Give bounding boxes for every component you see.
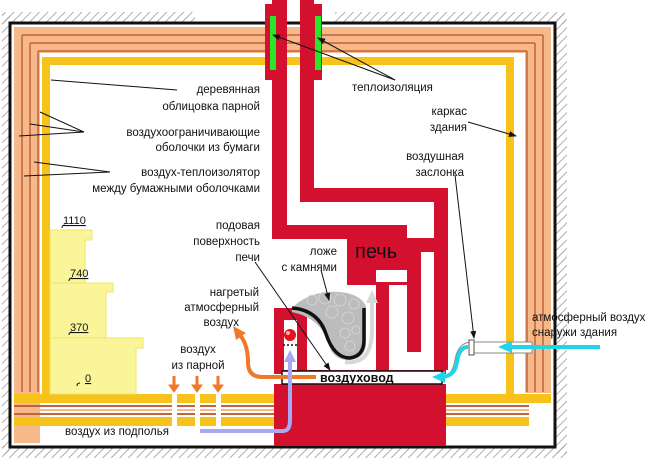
chimney-insulation-left xyxy=(270,16,276,70)
labels: деревянная облицовка парной воздухоогран… xyxy=(65,82,646,438)
stones-icon xyxy=(291,291,366,360)
steam-room-air-arrows xyxy=(168,376,224,393)
thermal-insulation-label: теплоизоляция xyxy=(352,82,433,94)
shelf-height-1110: 1110 xyxy=(63,215,86,227)
building-frame-label-1: каркас xyxy=(431,106,467,118)
wood-lining-label-1: деревянная xyxy=(197,84,260,96)
air-insulator-label-2: между бумажными оболочками xyxy=(92,183,260,195)
air-insulator-label-1: воздух-теплоизолятор xyxy=(141,167,260,179)
steam-room-air-label-2: из парной xyxy=(171,360,224,372)
building-frame-label-2: здания xyxy=(430,122,467,134)
shelf-height-740: 740 xyxy=(70,268,88,280)
hearth-surface-label-2: поверхность xyxy=(193,236,260,248)
ground-hatching xyxy=(2,12,567,458)
outside-air-intake xyxy=(432,339,600,383)
air-damper-label-2: заслонка xyxy=(415,167,464,179)
hot-air-arrow xyxy=(344,300,374,365)
heated-air-label-1: нагретый xyxy=(210,287,259,299)
stove-label: печь xyxy=(355,241,397,263)
floor-layers xyxy=(14,392,551,428)
wood-lining-label-2: облицовка парной xyxy=(162,101,260,113)
stone-bed-label-1: ложе xyxy=(310,246,337,258)
paper-shells-label-1: воздухоограничивающие xyxy=(126,127,260,139)
heated-air-arrow xyxy=(238,333,316,379)
underfloor-air-arrow xyxy=(200,360,292,433)
steam-room-air-label-1: воздух xyxy=(180,344,216,356)
air-duct-label: воздуховод xyxy=(320,371,394,385)
stone-bed-label-2: с камнями xyxy=(282,262,337,274)
heated-air-label-3: воздух xyxy=(204,317,240,329)
shelf-height-370: 370 xyxy=(70,322,88,334)
leader-lines xyxy=(18,34,517,371)
chimney-insulation-right xyxy=(315,16,321,70)
shelf-height-0: 0 xyxy=(85,373,91,385)
air-damper-label-1: воздушная xyxy=(406,151,464,163)
paper-shells-label-2: оболочки из бумаги xyxy=(155,142,260,154)
hearth-surface-label-3: печи xyxy=(235,252,260,264)
outside-air-label-2: снаружи здания xyxy=(532,327,617,339)
fire-icon xyxy=(283,329,298,346)
heated-air-label-2: атмосферный xyxy=(184,302,259,314)
bench-steps xyxy=(49,229,144,395)
underfloor-air-label: воздух из подполья xyxy=(65,426,169,438)
hearth-surface-label-1: подовая xyxy=(216,220,260,232)
outside-air-label-1: атмосферный воздух xyxy=(532,312,646,324)
